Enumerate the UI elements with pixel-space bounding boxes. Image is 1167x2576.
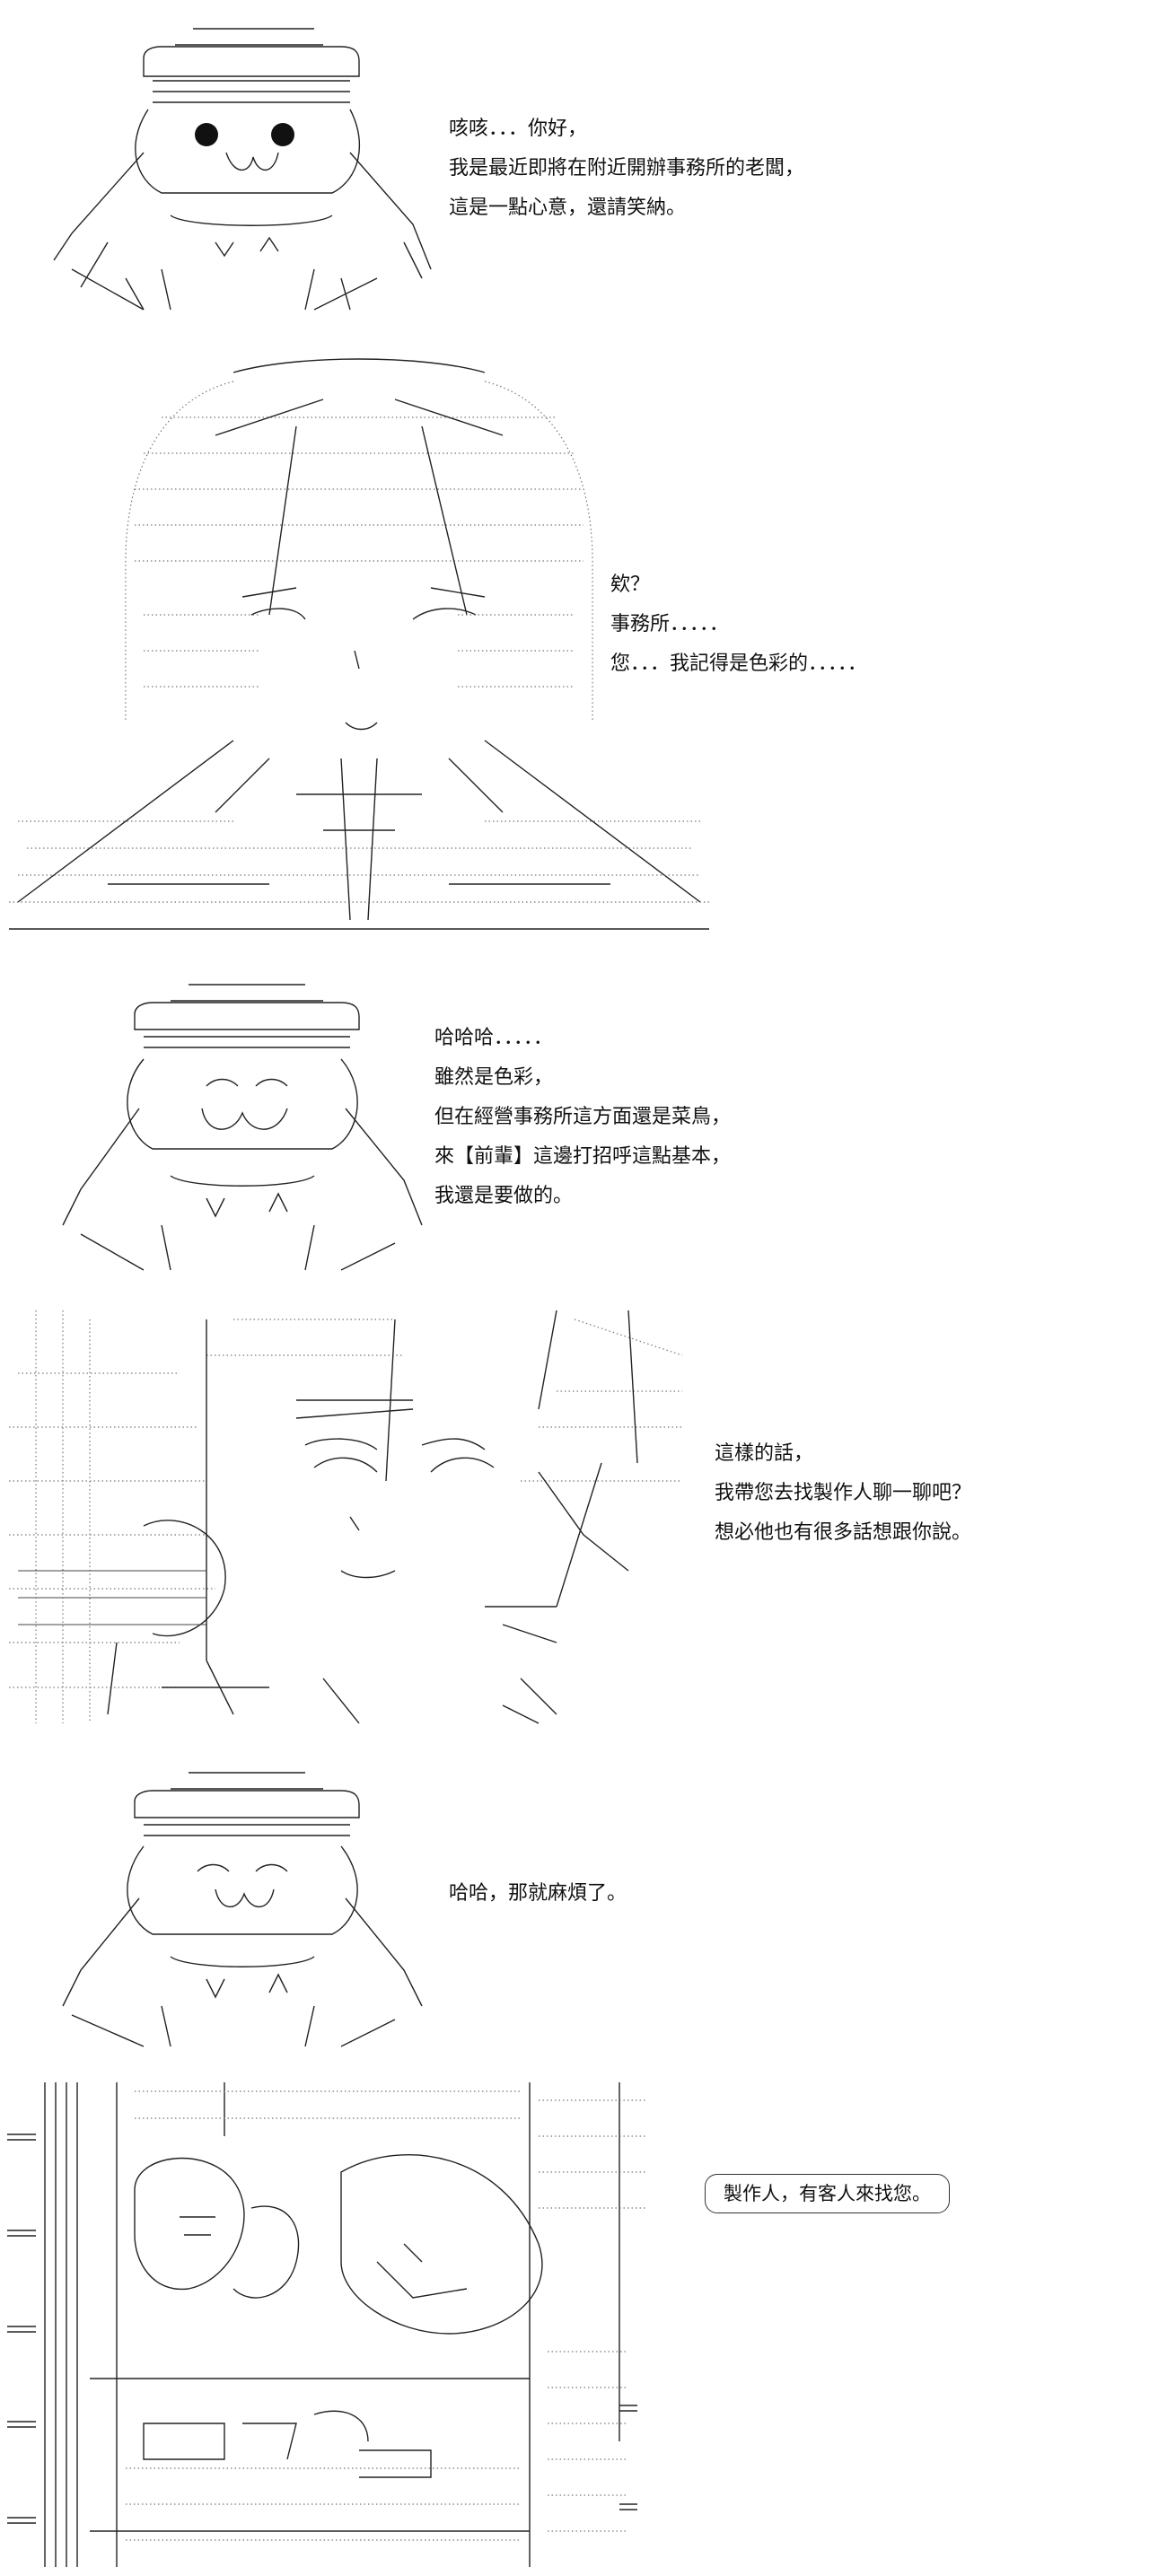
girl-closeup-illustration [0,1301,682,1732]
speech-bubble: 製作人，有客人來找您。 [705,2174,950,2213]
dialog-2: 欸？ 事務所．．．．． 您．．．我記得是色彩的．．．．． [610,565,867,684]
dialog-line: 雖然是色彩， [434,1066,554,1089]
panel-1: 咳咳．．．你好， 我是最近即將在附近開辦事務所的老闆， 這是一點心意，還請笑納。 [0,0,1167,323]
dialog-1: 咳咳．．．你好， 我是最近即將在附近開辦事務所的老闆， 這是一點心意，還請笑納。 [449,110,804,228]
panel-5: 哈哈，那就麻煩了。 [0,1759,1167,2064]
dialog-5: 哈哈，那就麻煩了。 [449,1874,627,1914]
dialog-line: 欸？ [610,574,651,596]
dialog-line: 來【前輩】這邊打招呼這點基本， [434,1145,732,1168]
dialog-line: 這是一點心意，還請笑納。 [449,197,687,219]
dialog-3: 哈哈哈．．．．． 雖然是色彩， 但在經營事務所這方面還是菜鳥， 來【前輩】這邊打… [434,1019,731,1216]
dialog-4: 這樣的話， 我帶您去找製作人聊一聊吧？ 想必他也有很多話想跟你說。 [715,1434,971,1553]
dialog-line: 想必他也有很多話想跟你說。 [715,1521,972,1544]
dialog-line: 我帶您去找製作人聊一聊吧？ [715,1482,972,1504]
long-hair-girl-illustration [0,346,718,938]
dialog-line: 事務所．．．．． [610,613,730,635]
dialog-line: 哈哈哈．．．．． [434,1027,554,1049]
cap-man-laughing-illustration [54,974,431,1279]
cap-man-smiling-illustration [45,1764,431,2051]
dialog-line: 哈哈，那就麻煩了。 [449,1882,627,1905]
dialog-line: 但在經營事務所這方面還是菜鳥， [434,1106,732,1128]
bubble-text: 製作人，有客人來找您。 [724,2183,931,2204]
panel-2: 欸？ 事務所．．．．． 您．．．我記得是色彩的．．．．． [0,337,1167,947]
dialog-line: 您．．．我記得是色彩的．．．．． [610,653,868,675]
panel-4: 這樣的話， 我帶您去找製作人聊一聊吧？ 想必他也有很多話想跟你說。 [0,1297,1167,1746]
panel-3: 哈哈哈．．．．． 雖然是色彩， 但在經營事務所這方面還是菜鳥， 來【前輩】這邊打… [0,956,1167,1288]
office-door-illustration [0,2082,664,2567]
dialog-line: 我還是要做的。 [434,1185,574,1207]
panel-6: 製作人，有客人來找您。 [0,2073,1167,2576]
cap-man-illustration [18,9,440,314]
dialog-line: 我是最近即將在附近開辦事務所的老闆， [449,157,805,180]
dialog-line: 這樣的話， [715,1442,814,1465]
dialog-line: 咳咳．．．你好， [449,118,588,140]
